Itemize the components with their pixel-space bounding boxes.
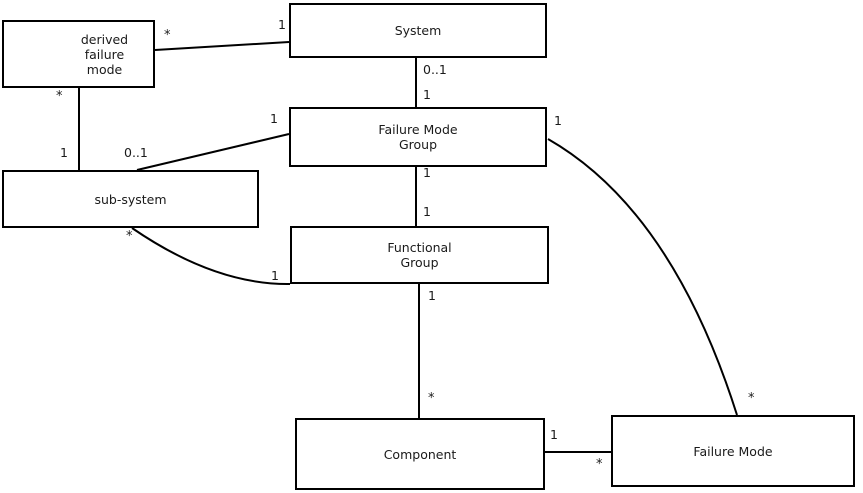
class-box-derived-failure-mode[interactable]: derived failure mode bbox=[2, 20, 155, 88]
class-box-sub-system[interactable]: sub-system bbox=[2, 170, 259, 228]
multiplicity-label-system-to-failure-mode-group-target: 1 bbox=[423, 87, 431, 102]
multiplicity-label-functional-group-to-component-source: 1 bbox=[428, 288, 436, 303]
class-name-sub-system: sub-system bbox=[94, 191, 167, 207]
multiplicity-label-derived-failure-mode-to-sub-system-source: * bbox=[56, 89, 63, 104]
multiplicity-label-derived-failure-mode-to-sub-system-target: 1 bbox=[60, 145, 68, 160]
class-name-component: Component bbox=[383, 446, 457, 462]
class-box-failure-mode[interactable]: Failure Mode bbox=[611, 415, 855, 487]
multiplicity-label-sub-system-to-functional-group-target: 1 bbox=[271, 268, 279, 283]
class-box-system[interactable]: System bbox=[289, 3, 547, 58]
class-name-system: System bbox=[394, 23, 442, 38]
class-name-failure-mode-group: Failure Mode Group bbox=[378, 122, 458, 152]
class-name-functional-group: Functional Group bbox=[387, 240, 452, 270]
class-box-failure-mode-group[interactable]: Failure Mode Group bbox=[289, 107, 547, 167]
class-name-derived-failure-mode: derived failure mode bbox=[80, 31, 129, 77]
multiplicity-label-sub-system-to-functional-group-source: * bbox=[126, 229, 133, 244]
multiplicity-label-failure-mode-group-to-functional-group-target: 1 bbox=[423, 204, 431, 219]
multiplicity-label-sub-system-to-failure-mode-group-target: 1 bbox=[270, 111, 278, 126]
class-name-failure-mode: Failure Mode bbox=[693, 443, 773, 459]
multiplicity-label-component-to-failure-mode-source: 1 bbox=[550, 427, 558, 442]
multiplicity-label-system-to-failure-mode-group-source: 0..1 bbox=[423, 62, 447, 77]
multiplicity-label-failure-mode-group-to-failure-mode-target: * bbox=[748, 391, 755, 406]
multiplicity-label-sub-system-to-failure-mode-group-source: 0..1 bbox=[124, 145, 148, 160]
multiplicity-label-failure-mode-group-to-failure-mode-source: 1 bbox=[554, 113, 562, 128]
multiplicity-label-component-to-failure-mode-target: * bbox=[596, 457, 603, 472]
multiplicity-label-derived-failure-mode-to-system-source: * bbox=[164, 28, 171, 43]
association-edge-sub-system--functional-group bbox=[131, 227, 291, 286]
class-box-component[interactable]: Component bbox=[295, 418, 545, 490]
association-edge-failure-mode-group--failure-mode bbox=[547, 138, 738, 416]
class-box-functional-group[interactable]: Functional Group bbox=[290, 226, 549, 284]
multiplicity-label-failure-mode-group-to-functional-group-source: 1 bbox=[423, 165, 431, 180]
multiplicity-label-derived-failure-mode-to-system-target: 1 bbox=[278, 17, 286, 32]
multiplicity-label-functional-group-to-component-target: * bbox=[428, 391, 435, 406]
association-edge-sub-system--failure-mode-group bbox=[136, 133, 290, 171]
association-edge-derived-failure-mode--system bbox=[154, 41, 290, 51]
